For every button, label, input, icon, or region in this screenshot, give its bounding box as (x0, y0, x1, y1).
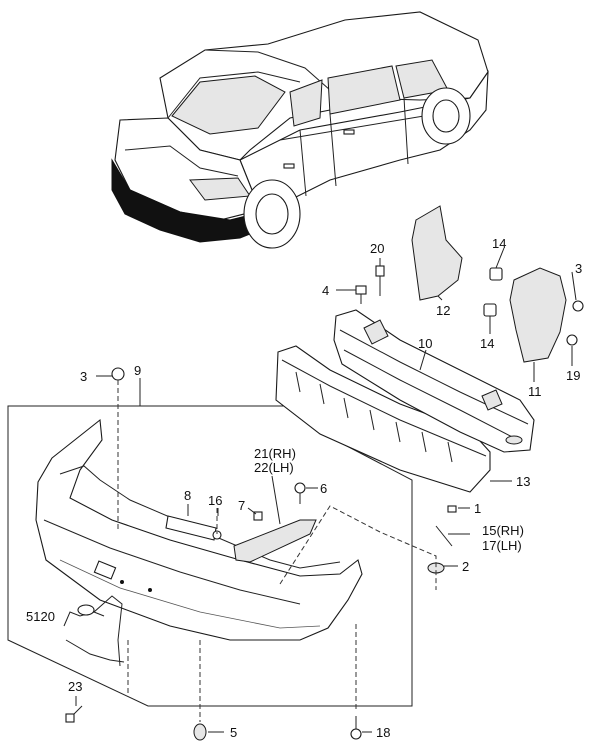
callout-19: 19 (566, 368, 580, 383)
nut-16 (212, 530, 222, 540)
callout-15-rh: 15(RH) (482, 523, 524, 538)
callout-16: 16 (208, 493, 222, 508)
callout-9: 9 (134, 363, 141, 378)
bumper-side-bracket (233, 519, 317, 563)
callout-7: 7 (238, 498, 245, 513)
strip-15-17 (435, 525, 453, 547)
clip-14-lower (483, 303, 497, 317)
callout-11: 11 (528, 384, 542, 399)
fastener-5 (193, 723, 207, 741)
clip-14-upper (489, 267, 503, 281)
bolt-18 (350, 716, 362, 740)
callout-14-upper: 14 (492, 236, 506, 251)
side-bracket-12 (411, 205, 463, 301)
callout-22-lh: 22(LH) (254, 460, 294, 475)
callout-23: 23 (68, 679, 82, 694)
callout-3-left: 3 (80, 369, 87, 384)
bumper-beam (333, 309, 535, 453)
fastener-4 (355, 285, 367, 304)
callout-18: 18 (376, 725, 390, 740)
callout-10: 10 (418, 336, 432, 351)
callout-4: 4 (322, 283, 329, 298)
screw-19 (566, 334, 578, 346)
side-bracket-11 (509, 267, 567, 363)
callout-6: 6 (320, 481, 327, 496)
callout-12: 12 (436, 303, 450, 318)
fastener-20 (375, 265, 385, 296)
callout-2: 2 (462, 559, 469, 574)
clip-7 (253, 511, 263, 521)
callout-5120: 5120 (26, 609, 55, 624)
callout-3-right: 3 (575, 261, 582, 276)
wiring-harness (63, 595, 125, 667)
bolt-6 (294, 482, 306, 504)
callout-1: 1 (474, 501, 481, 516)
car-illustration (111, 11, 489, 249)
callout-20: 20 (370, 241, 384, 256)
callout-14-lower: 14 (480, 336, 494, 351)
callout-17-lh: 17(LH) (482, 538, 522, 553)
callout-8: 8 (184, 488, 191, 503)
leader-lines (75, 247, 577, 733)
fastener-3-left (111, 367, 125, 381)
callout-5: 5 (230, 725, 237, 740)
rear-bumper-cover (35, 418, 363, 641)
callout-13: 13 (516, 474, 530, 489)
energy-absorber (275, 345, 491, 493)
retainer-8 (165, 515, 217, 541)
clip-1 (447, 505, 457, 513)
bolt-23 (65, 705, 83, 723)
callout-21-rh: 21(RH) (254, 446, 296, 461)
screw-3-right (572, 300, 584, 312)
